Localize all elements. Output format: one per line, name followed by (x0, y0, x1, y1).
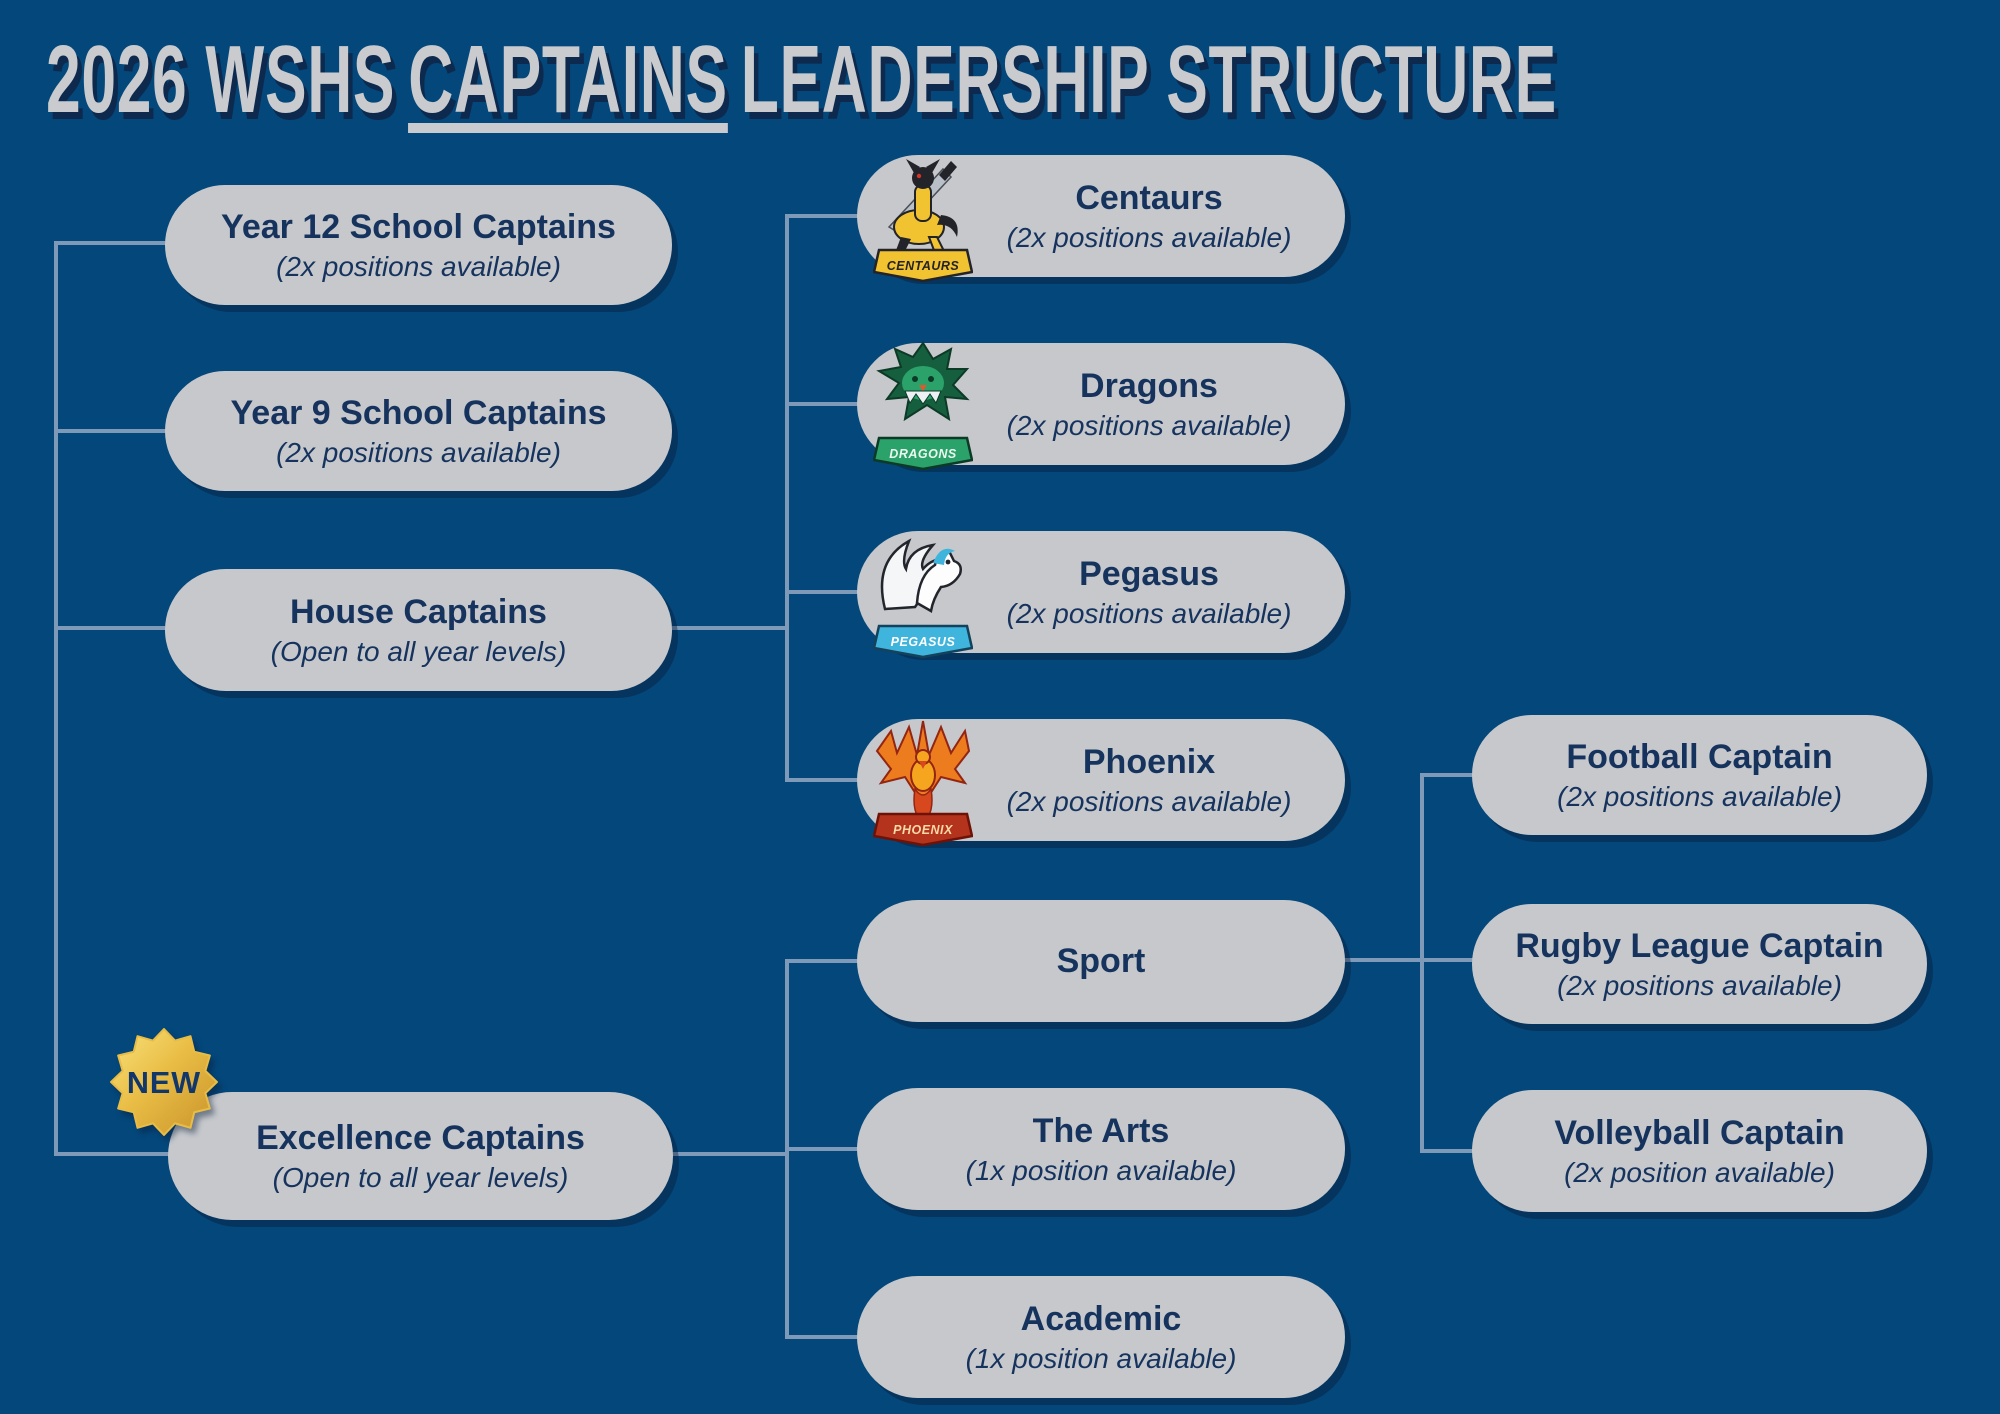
node-title: Year 12 School Captains (221, 207, 616, 246)
connector-line (668, 626, 789, 630)
node-football-captain: Football Captain (2x positions available… (1472, 715, 1927, 835)
node-pegasus: PEGASUS Pegasus (2x positions available) (857, 531, 1345, 659)
connector-line (785, 590, 880, 594)
connector-line (1420, 773, 1424, 1153)
connector-line (54, 1152, 178, 1156)
node-subtitle: (2x positions available) (276, 436, 561, 468)
title-captains-underlined: CAPTAINS (408, 26, 728, 133)
node-academic: Academic (1x position available) (857, 1276, 1345, 1398)
node-rugby-league-captain: Rugby League Captain (2x positions avail… (1472, 904, 1927, 1024)
connector-line (54, 429, 174, 433)
dragons-banner-label: DRAGONS (889, 447, 957, 461)
node-title: Excellence Captains (256, 1118, 585, 1157)
node-subtitle: (1x position available) (965, 1154, 1237, 1186)
node-year9-school-captains: Year 9 School Captains (2x positions ava… (165, 371, 672, 491)
node-subtitle: (2x position available) (1564, 1156, 1835, 1188)
node-title: Year 9 School Captains (230, 393, 607, 432)
node-phoenix: PHOENIX Phoenix (2x positions available) (857, 719, 1345, 847)
dragons-mascot-icon: DRAGONS (873, 341, 973, 471)
node-title: Pegasus (1079, 554, 1219, 593)
node-year12-school-captains: Year 12 School Captains (2x positions av… (165, 185, 672, 305)
node-excellence-captains: Excellence Captains (Open to all year le… (168, 1092, 673, 1220)
node-subtitle: (Open to all year levels) (272, 1161, 569, 1193)
node-house-captains: House Captains (Open to all year levels) (165, 569, 672, 691)
connector-line (1341, 958, 1424, 962)
node-subtitle: (1x position available) (965, 1342, 1237, 1374)
connector-line (785, 1147, 880, 1151)
node-centaurs: CENTAURS Centaurs (2x positions availabl… (857, 155, 1345, 283)
node-title: Rugby League Captain (1515, 926, 1884, 965)
node-the-arts: The Arts (1x position available) (857, 1088, 1345, 1210)
title-suffix: LEADERSHIP STRUCTURE (740, 26, 1557, 133)
node-volleyball-captain: Volleyball Captain (2x position availabl… (1472, 1090, 1927, 1212)
node-title: Football Captain (1566, 737, 1833, 776)
node-subtitle: (Open to all year levels) (270, 635, 567, 667)
node-title: Sport (1056, 942, 1146, 980)
new-badge-label: NEW (127, 1066, 201, 1100)
pegasus-banner-label: PEGASUS (891, 635, 956, 649)
node-subtitle: (2x positions available) (1006, 597, 1292, 629)
connector-line (785, 778, 880, 782)
node-title: The Arts (1032, 1111, 1170, 1150)
starburst-shape (110, 1028, 218, 1136)
node-title: House Captains (290, 592, 547, 631)
node-subtitle: (2x positions available) (1006, 221, 1292, 253)
connector-line (1420, 773, 1490, 777)
node-title: Academic (1020, 1299, 1182, 1338)
node-title: Dragons (1080, 366, 1218, 405)
centaurs-mascot-icon: CENTAURS (873, 159, 973, 283)
node-title: Phoenix (1082, 742, 1216, 781)
connector-line (1420, 1149, 1490, 1153)
node-title: Volleyball Captain (1554, 1113, 1845, 1152)
title-prefix: 2026 WSHS (46, 26, 396, 133)
connector-line (54, 626, 174, 630)
node-subtitle: (2x positions available) (1557, 780, 1842, 812)
connector-line (785, 214, 789, 782)
node-subtitle: (2x positions available) (276, 250, 561, 282)
node-sport: Sport (857, 900, 1345, 1022)
node-subtitle: (2x positions available) (1006, 785, 1292, 817)
connector-line (785, 402, 880, 406)
connector-line (54, 241, 174, 245)
node-dragons: DRAGONS Dragons (2x positions available) (857, 341, 1345, 471)
node-title: Centaurs (1075, 178, 1223, 217)
pegasus-mascot-icon: PEGASUS (873, 538, 973, 659)
connector-line (785, 1335, 880, 1339)
connector-line (1420, 958, 1490, 962)
connector-line (669, 1152, 789, 1156)
phoenix-mascot-icon: PHOENIX (873, 720, 973, 847)
node-subtitle: (2x positions available) (1557, 969, 1842, 1001)
connector-line (785, 959, 880, 963)
phoenix-banner-label: PHOENIX (893, 823, 953, 837)
connector-line (785, 214, 880, 218)
new-badge: NEW (110, 1028, 218, 1136)
node-subtitle: (2x positions available) (1006, 409, 1292, 441)
centaurs-banner-label: CENTAURS (887, 259, 960, 273)
connector-line (54, 241, 58, 1156)
